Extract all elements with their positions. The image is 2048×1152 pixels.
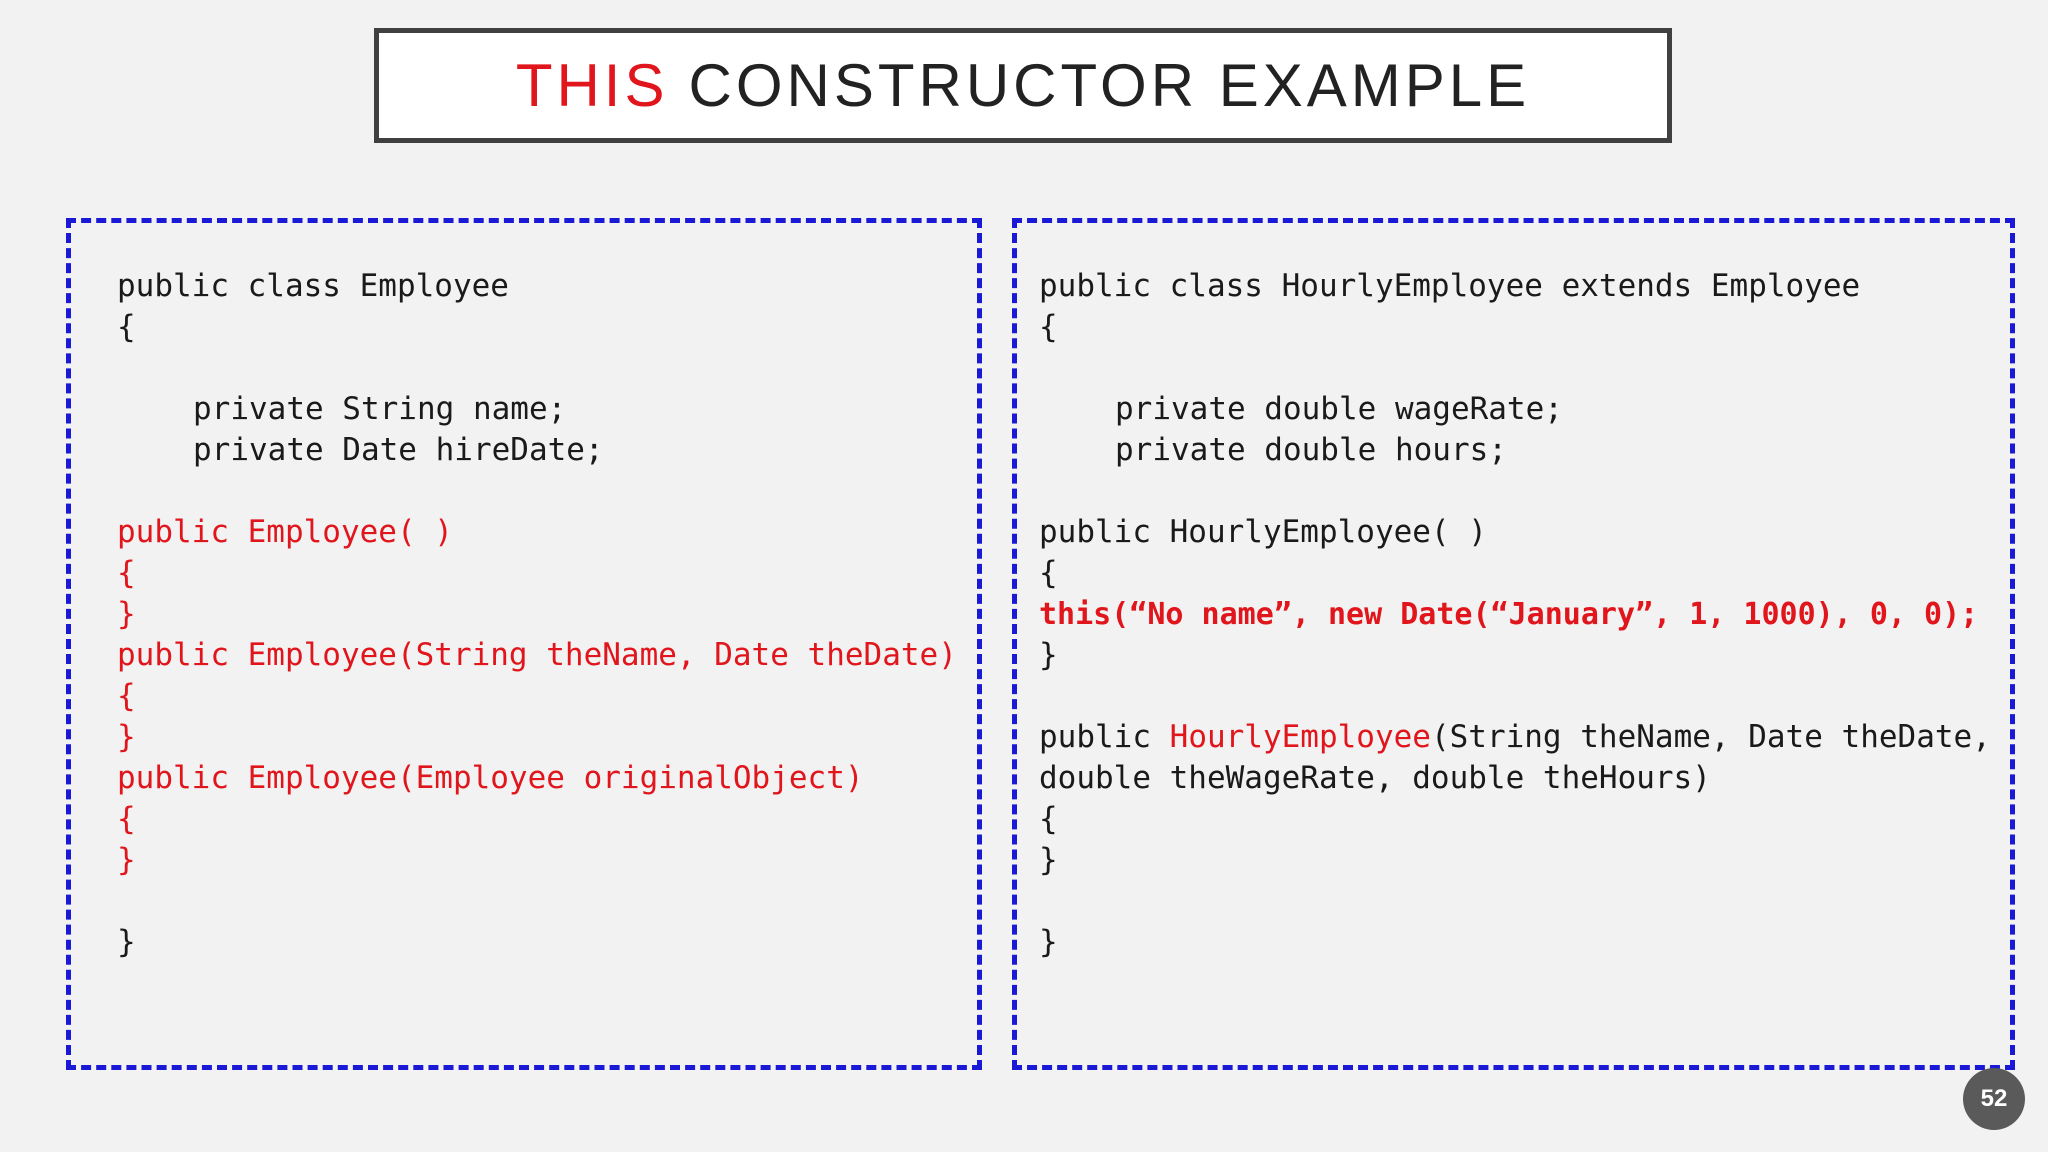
- code-line: {: [117, 555, 136, 591]
- code-line: {: [117, 309, 136, 345]
- code-line: }: [1039, 637, 1058, 673]
- code-line: }: [1039, 842, 1058, 878]
- code-line: }: [117, 924, 136, 960]
- code-line: }: [117, 596, 136, 632]
- code-line: public class HourlyEmployee extends Empl…: [1039, 268, 1861, 304]
- code-line: {: [1039, 555, 1058, 591]
- code-line: }: [117, 842, 136, 878]
- this-call-line: this(“No name”, new Date(“January”, 1, 1…: [1039, 597, 1979, 632]
- code-line: public Employee(Employee originalObject): [117, 760, 864, 796]
- code-line: public HourlyEmployee( ): [1039, 514, 1487, 550]
- code-line: {: [1039, 309, 1058, 345]
- code-line: public Employee( ): [117, 514, 453, 550]
- page-number-badge: 52: [1963, 1068, 2025, 1130]
- title-rest: CONSTRUCTOR EXAMPLE: [688, 52, 1531, 119]
- employee-code-block: public class Employee { private String n…: [117, 0, 957, 960]
- code-line: private double wageRate;: [1115, 391, 1563, 427]
- code-line: }: [1039, 924, 1058, 960]
- code-line: public HourlyEmployee(String theName, Da…: [1039, 717, 1991, 758]
- code-line: public class Employee: [117, 268, 509, 304]
- title-highlight: THIS: [515, 52, 669, 119]
- code-line: {: [1039, 801, 1058, 837]
- code-line: }: [117, 719, 136, 755]
- employee-code-panel: [66, 218, 982, 1070]
- code-line: public Employee(String theName, Date the…: [117, 637, 957, 673]
- code-token: public: [1039, 719, 1170, 755]
- hourly-employee-code-panel: [1012, 218, 2015, 1070]
- code-line: private double hours;: [1115, 432, 1507, 468]
- constructor-name: HourlyEmployee: [1169, 719, 1431, 755]
- code-line: {: [117, 801, 136, 837]
- code-line: private Date hireDate;: [193, 432, 604, 468]
- code-line: double theWageRate, double theHours): [1039, 760, 1711, 796]
- hourly-employee-code-block: public class HourlyEmployee extends Empl…: [1039, 0, 1991, 960]
- code-line: private String name;: [193, 391, 567, 427]
- code-token: (String theName, Date theDate,: [1430, 719, 1991, 755]
- slide-title: THIS CONSTRUCTOR EXAMPLE: [374, 28, 1672, 143]
- code-line: {: [117, 678, 136, 714]
